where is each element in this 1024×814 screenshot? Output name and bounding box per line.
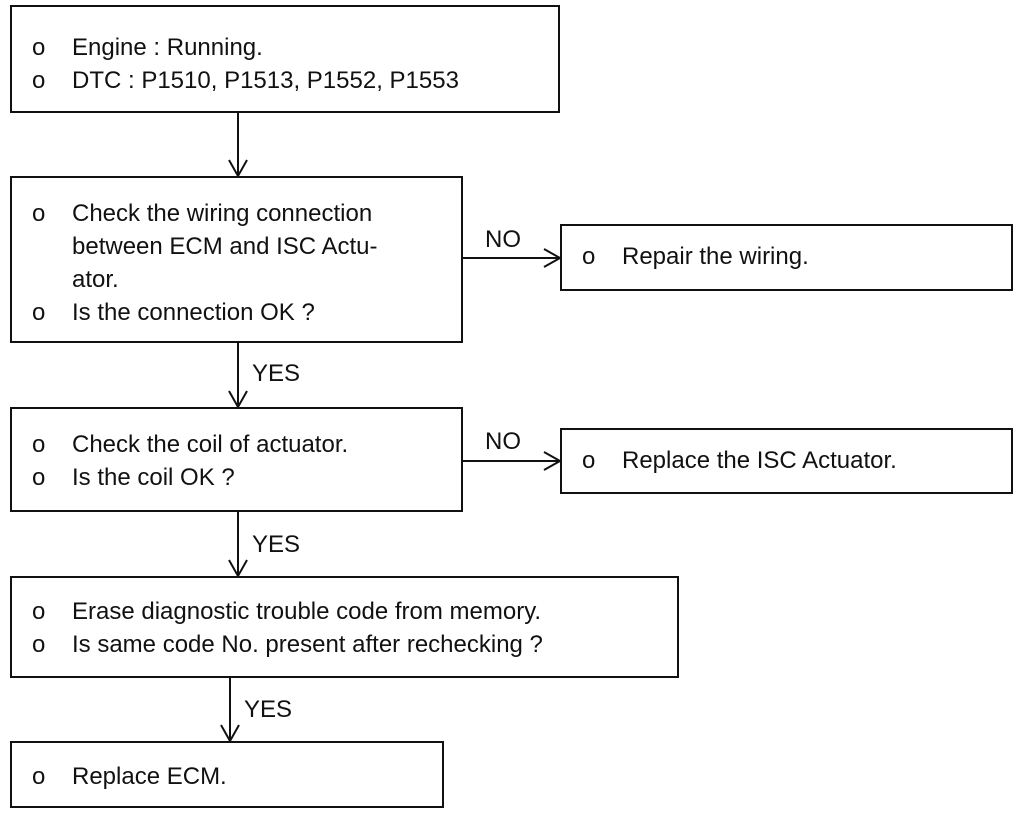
bullet-icon: o [32,34,46,61]
check-wiring-line-3: ator. [72,263,119,296]
start-line-1: o Engine : Running. [32,31,263,64]
replace-ecm-line-1: o Replace ECM. [32,760,227,793]
erase-code-line-1: o Erase diagnostic trouble code from mem… [32,595,541,628]
bullet-icon: o [32,763,46,790]
check-wiring-text-4: Is the connection OK ? [72,299,315,326]
check-coil-line-1: o Check the coil of actuator. [32,428,348,461]
check-wiring-text-3: ator. [72,266,119,293]
label-coil-no: NO [485,428,521,455]
repair-wiring-text: Repair the wiring. [622,243,809,270]
check-wiring-line-4: o Is the connection OK ? [32,296,315,329]
replace-ecm-text: Replace ECM. [72,763,227,790]
check-wiring-text-2: between ECM and ISC Actu- [72,233,378,260]
replace-ecm-box: o Replace ECM. [10,741,444,808]
erase-code-text-2: Is same code No. present after recheckin… [72,631,543,658]
check-wiring-line-1: o Check the wiring connection [32,197,372,230]
check-coil-text-1: Check the coil of actuator. [72,431,349,458]
erase-code-line-2: o Is same code No. present after recheck… [32,628,543,661]
check-coil-line-2: o Is the coil OK ? [32,461,235,494]
bullet-icon: o [32,200,46,227]
replace-actuator-text: Replace the ISC Actuator. [622,447,897,474]
replace-actuator-box: o Replace the ISC Actuator. [560,428,1013,494]
bullet-icon: o [32,598,46,625]
erase-code-box: o Erase diagnostic trouble code from mem… [10,576,679,678]
label-wiring-no: NO [485,226,521,253]
repair-wiring-line-1: o Repair the wiring. [582,240,809,273]
start-line-2: o DTC : P1510, P1513, P1552, P1553 [32,64,459,97]
label-erase-yes: YES [244,696,293,723]
label-wiring-yes: YES [252,360,301,387]
label-coil-yes: YES [252,531,301,558]
start-box: o Engine : Running. o DTC : P1510, P1513… [10,5,560,113]
check-coil-box: o Check the coil of actuator. o Is the c… [10,407,463,512]
start-line-2-text: DTC : P1510, P1513, P1552, P1553 [72,67,459,94]
replace-actuator-line-1: o Replace the ISC Actuator. [582,444,897,477]
check-wiring-text-1: Check the wiring connection [72,200,373,227]
bullet-icon: o [32,299,46,326]
bullet-icon: o [32,67,46,94]
bullet-icon: o [32,464,46,491]
bullet-icon: o [582,243,596,270]
erase-code-text-1: Erase diagnostic trouble code from memor… [72,598,542,625]
repair-wiring-box: o Repair the wiring. [560,224,1013,291]
check-wiring-box: o Check the wiring connection between EC… [10,176,463,343]
bullet-icon: o [582,447,596,474]
check-wiring-line-2: between ECM and ISC Actu- [72,230,377,263]
check-coil-text-2: Is the coil OK ? [72,464,235,491]
bullet-icon: o [32,431,46,458]
bullet-icon: o [32,631,46,658]
start-line-1-text: Engine : Running. [72,34,263,61]
